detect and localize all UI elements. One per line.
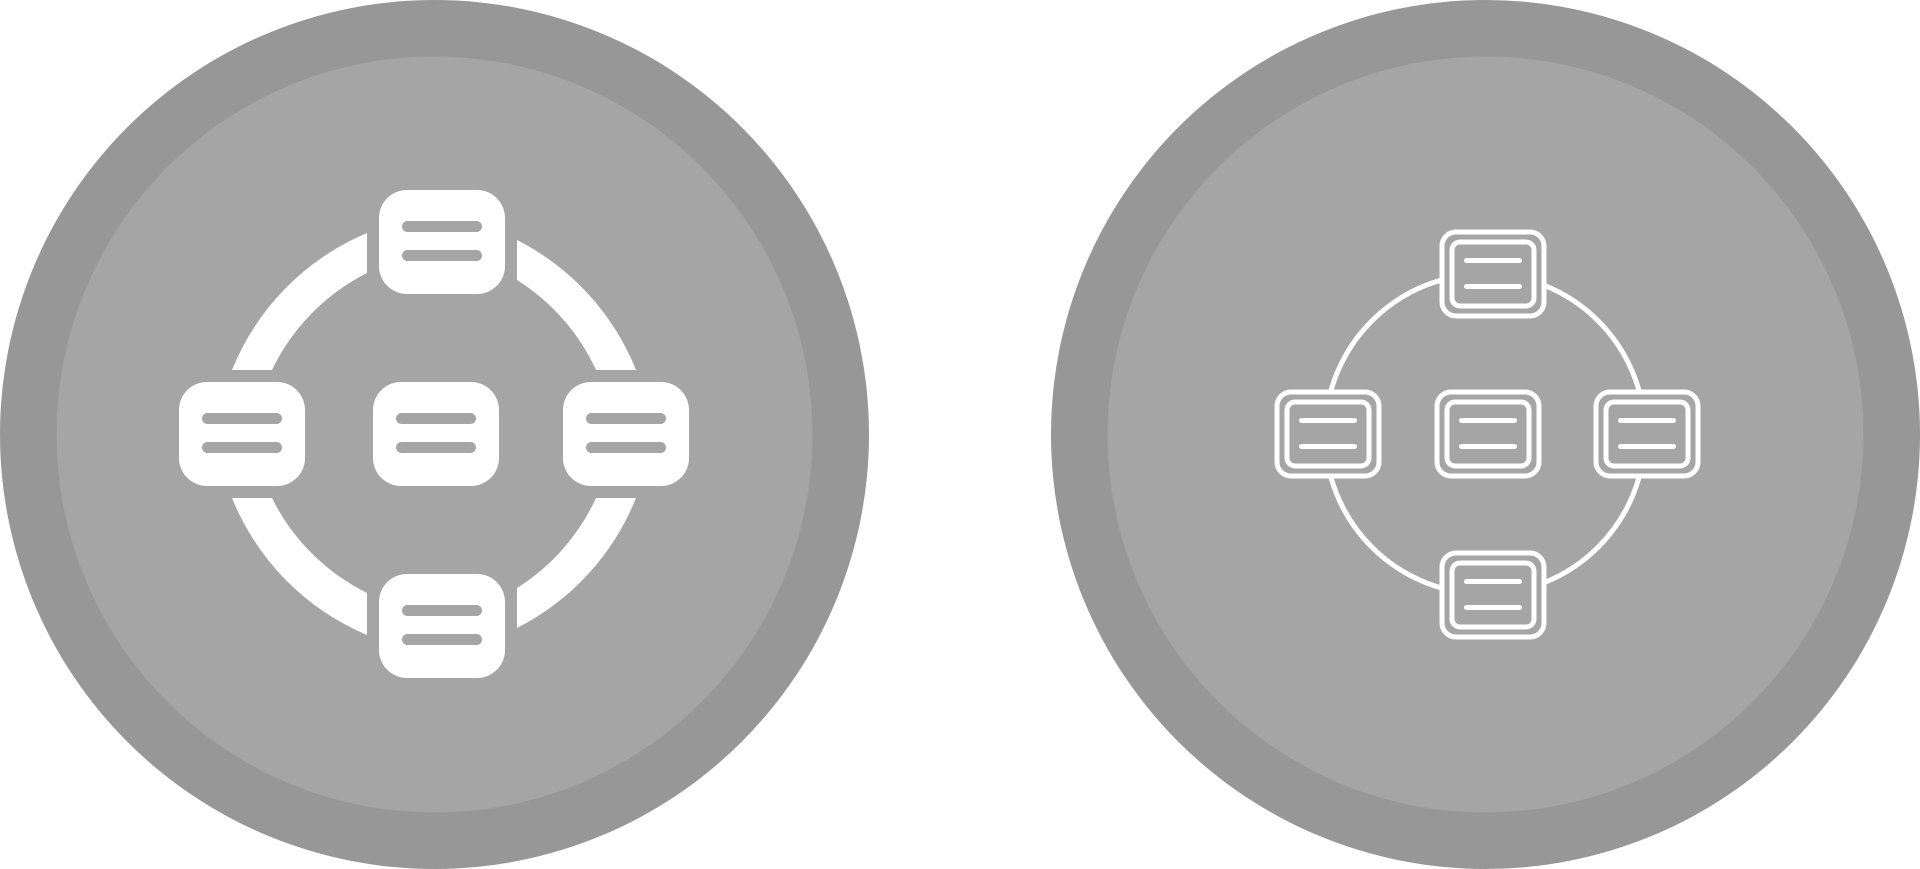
arc-top-left — [232, 233, 367, 370]
server-node-bottom — [1439, 550, 1547, 640]
server-nodes — [1274, 229, 1701, 640]
server-node-left — [1274, 389, 1382, 479]
server-node-center — [1434, 389, 1542, 479]
arc-bottom-left — [232, 498, 367, 635]
server-node-top — [379, 190, 505, 294]
ring-arcs — [232, 233, 636, 635]
server-nodes — [179, 190, 689, 678]
server-node-left — [179, 382, 305, 486]
server-node-top — [1439, 229, 1547, 319]
server-node-right — [1593, 389, 1701, 479]
server-node-bottom — [379, 574, 505, 678]
server-node-right — [563, 382, 689, 486]
arc-top-right — [517, 240, 636, 370]
network-diagram-glyph-icon — [0, 0, 869, 869]
arc-bottom-right — [517, 498, 636, 628]
server-node-center — [373, 382, 499, 486]
network-diagram-outline-icon — [1051, 0, 1920, 869]
